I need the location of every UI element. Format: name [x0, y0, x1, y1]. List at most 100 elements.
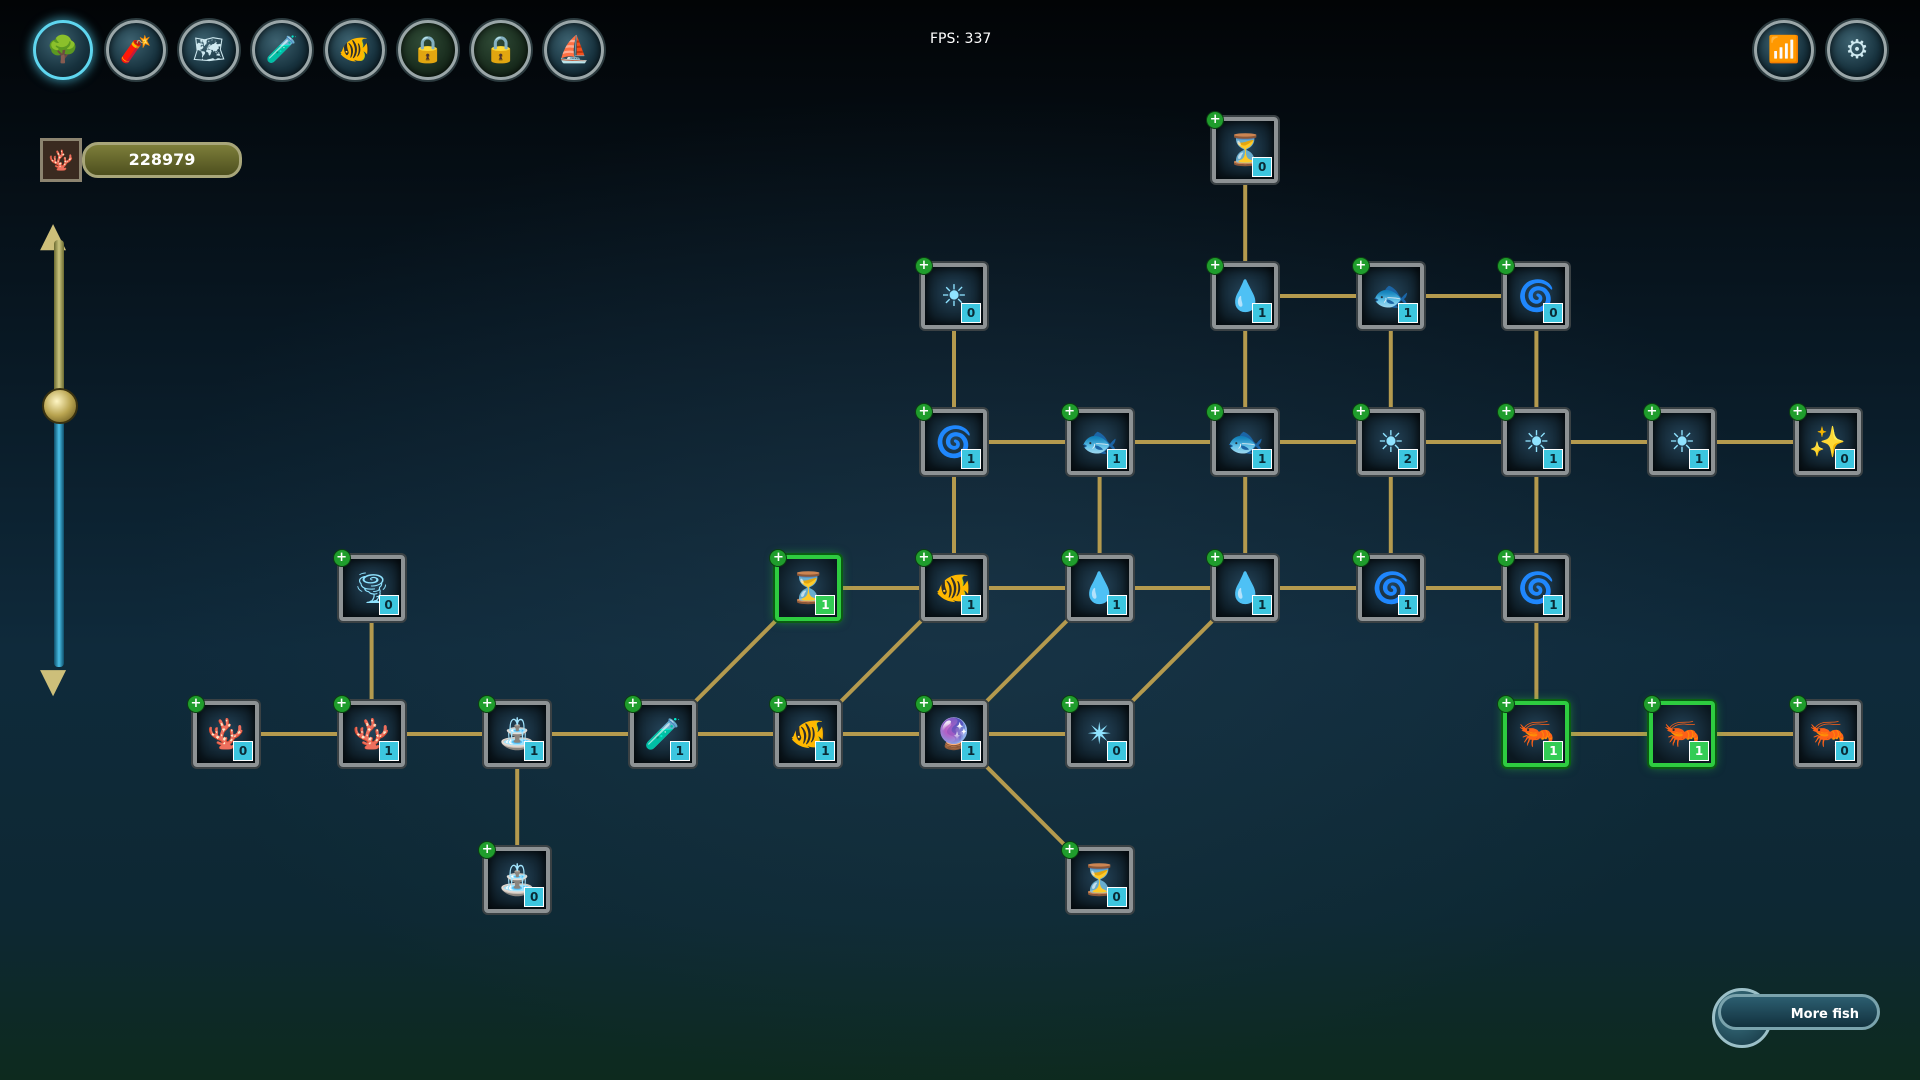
skill-node-n19[interactable]: 🌀+1 — [1497, 549, 1570, 621]
skill-node-n02[interactable]: ☀+0 — [915, 257, 987, 329]
zoom-out-arrow-icon[interactable]: ▼ — [40, 661, 67, 701]
lure-tab-button[interactable]: 🧨 — [106, 20, 166, 80]
upgrade-plus-icon[interactable]: + — [478, 695, 497, 713]
upgrade-plus-icon[interactable]: + — [1060, 403, 1079, 421]
skill-level-badge: 1 — [669, 741, 690, 761]
upgrade-plus-icon[interactable]: + — [915, 549, 933, 567]
skill-node-n26[interactable]: ✴+0 — [1060, 695, 1133, 767]
zoom-slider-track-lower[interactable] — [54, 405, 64, 667]
settings-icon: ⚙ — [1845, 35, 1869, 65]
skill-node-n27[interactable]: 🦐+1 — [1497, 695, 1570, 767]
ship-tab-button[interactable]: ⛵ — [544, 20, 604, 80]
upgrade-plus-icon[interactable]: + — [478, 841, 497, 859]
upgrade-plus-icon[interactable]: + — [187, 695, 205, 713]
upgrade-plus-icon[interactable]: + — [1497, 549, 1516, 567]
potion-tab-icon: 🧪 — [265, 35, 299, 65]
skill-node-n10[interactable]: ☀+1 — [1497, 403, 1570, 475]
potion-tab-button[interactable]: 🧪 — [252, 20, 312, 80]
skill-level-badge: 1 — [1397, 303, 1418, 323]
skill-node-n16[interactable]: 💧+1 — [1060, 549, 1133, 621]
skill-level-badge: 0 — [1834, 449, 1855, 469]
skill-level-badge: 0 — [1106, 741, 1127, 761]
upgrade-plus-icon[interactable]: + — [1351, 403, 1370, 421]
stats-button[interactable]: 📶 — [1754, 20, 1814, 80]
upgrade-plus-icon[interactable]: + — [915, 695, 933, 713]
skill-node-n25[interactable]: 🔮+1 — [915, 695, 987, 767]
upgrade-plus-icon[interactable]: + — [1643, 695, 1661, 713]
skill-node-n18[interactable]: 🌀+1 — [1351, 549, 1424, 621]
skill-level-badge: 1 — [1252, 449, 1273, 469]
skill-node-n24[interactable]: 🐠+1 — [769, 695, 842, 767]
skill-node-n15[interactable]: 🐠+1 — [915, 549, 987, 621]
skill-node-n12[interactable]: ✨+0 — [1788, 403, 1861, 475]
map-tab-button[interactable]: 🗺 — [179, 20, 239, 80]
upgrade-plus-icon[interactable]: + — [1643, 403, 1661, 421]
locked-tab-button-2[interactable]: 🔒 — [471, 20, 531, 80]
upgrade-plus-icon[interactable]: + — [332, 695, 351, 713]
upgrade-plus-icon[interactable]: + — [1206, 257, 1225, 275]
skill-node-n23[interactable]: 🧪+1 — [623, 695, 696, 767]
upgrade-plus-icon[interactable]: + — [1788, 695, 1807, 713]
more-fish-button[interactable]: More fish — [1718, 994, 1880, 1030]
upgrade-plus-icon[interactable]: + — [1060, 841, 1079, 859]
skill-level-badge: 0 — [1106, 887, 1127, 907]
skill-node-n09[interactable]: ☀+2 — [1351, 403, 1424, 475]
skill-level-badge: 1 — [1543, 449, 1564, 469]
upgrade-plus-icon[interactable]: + — [1206, 549, 1225, 567]
skill-node-n06[interactable]: 🌀+1 — [915, 403, 987, 475]
skill-node-n03[interactable]: 💧+1 — [1206, 257, 1279, 329]
skill-level-badge: 1 — [1106, 449, 1127, 469]
skill-level-badge: 1 — [378, 741, 399, 761]
upgrade-plus-icon[interactable]: + — [915, 257, 933, 275]
skill-tree-tab-icon: 🌳 — [46, 35, 80, 65]
skill-level-badge: 1 — [815, 741, 836, 761]
skill-level-badge: 0 — [524, 887, 545, 907]
skill-node-n20[interactable]: 🪸+0 — [187, 695, 259, 767]
upgrade-plus-icon[interactable]: + — [1788, 403, 1807, 421]
settings-button[interactable]: ⚙ — [1827, 20, 1887, 80]
skill-node-n11[interactable]: ☀+1 — [1643, 403, 1715, 475]
upgrade-plus-icon[interactable]: + — [769, 695, 788, 713]
skill-node-n14[interactable]: ⏳+1 — [769, 549, 842, 621]
fish-tab-button[interactable]: 🐠 — [325, 20, 385, 80]
upgrade-plus-icon[interactable]: + — [1351, 257, 1370, 275]
skill-node-n31[interactable]: ⏳+0 — [1060, 841, 1133, 913]
skill-node-n07[interactable]: 🐟+1 — [1060, 403, 1133, 475]
skill-node-n30[interactable]: ⛲+0 — [478, 841, 551, 913]
upgrade-plus-icon[interactable]: + — [1497, 695, 1516, 713]
skill-level-badge: 1 — [1397, 595, 1418, 615]
upgrade-plus-icon[interactable]: + — [769, 549, 788, 567]
upgrade-plus-icon[interactable]: + — [1497, 257, 1516, 275]
upgrade-plus-icon[interactable]: + — [1497, 403, 1516, 421]
fps-counter: FPS: 337 — [930, 31, 992, 47]
upgrade-plus-icon[interactable]: + — [1060, 549, 1079, 567]
skill-level-badge: 1 — [524, 741, 545, 761]
locked-tab-button-1[interactable]: 🔒 — [398, 20, 458, 80]
upgrade-plus-icon[interactable]: + — [1351, 549, 1370, 567]
skill-level-badge: 1 — [1689, 449, 1709, 469]
skill-node-n13[interactable]: 🌪+0 — [332, 549, 405, 621]
skill-node-n08[interactable]: 🐟+1 — [1206, 403, 1279, 475]
skill-tree-tab-button[interactable]: 🌳 — [33, 20, 93, 80]
upgrade-plus-icon[interactable]: + — [332, 549, 351, 567]
skill-node-n01[interactable]: ⏳+0 — [1206, 111, 1279, 183]
upgrade-plus-icon[interactable]: + — [915, 403, 933, 421]
ship-tab-icon: ⛵ — [557, 35, 591, 65]
upgrade-plus-icon[interactable]: + — [623, 695, 642, 713]
map-tab-icon: 🗺 — [192, 35, 226, 65]
skill-level-badge: 1 — [961, 741, 981, 761]
upgrade-plus-icon[interactable]: + — [1206, 403, 1225, 421]
skill-level-badge: 0 — [1834, 741, 1855, 761]
upgrade-plus-icon[interactable]: + — [1206, 111, 1225, 129]
upgrade-plus-icon[interactable]: + — [1060, 695, 1079, 713]
skill-node-n05[interactable]: 🌀+0 — [1497, 257, 1570, 329]
skill-level-badge: 0 — [233, 741, 253, 761]
zoom-slider-track-upper[interactable] — [54, 240, 64, 400]
zoom-slider-knob[interactable] — [42, 388, 78, 424]
skill-node-n28[interactable]: 🦐+1 — [1643, 695, 1715, 767]
skill-node-n21[interactable]: 🪸+1 — [332, 695, 405, 767]
skill-node-n29[interactable]: 🦐+0 — [1788, 695, 1861, 767]
skill-node-n17[interactable]: 💧+1 — [1206, 549, 1279, 621]
skill-node-n04[interactable]: 🐟+1 — [1351, 257, 1424, 329]
skill-node-n22[interactable]: ⛲+1 — [478, 695, 551, 767]
